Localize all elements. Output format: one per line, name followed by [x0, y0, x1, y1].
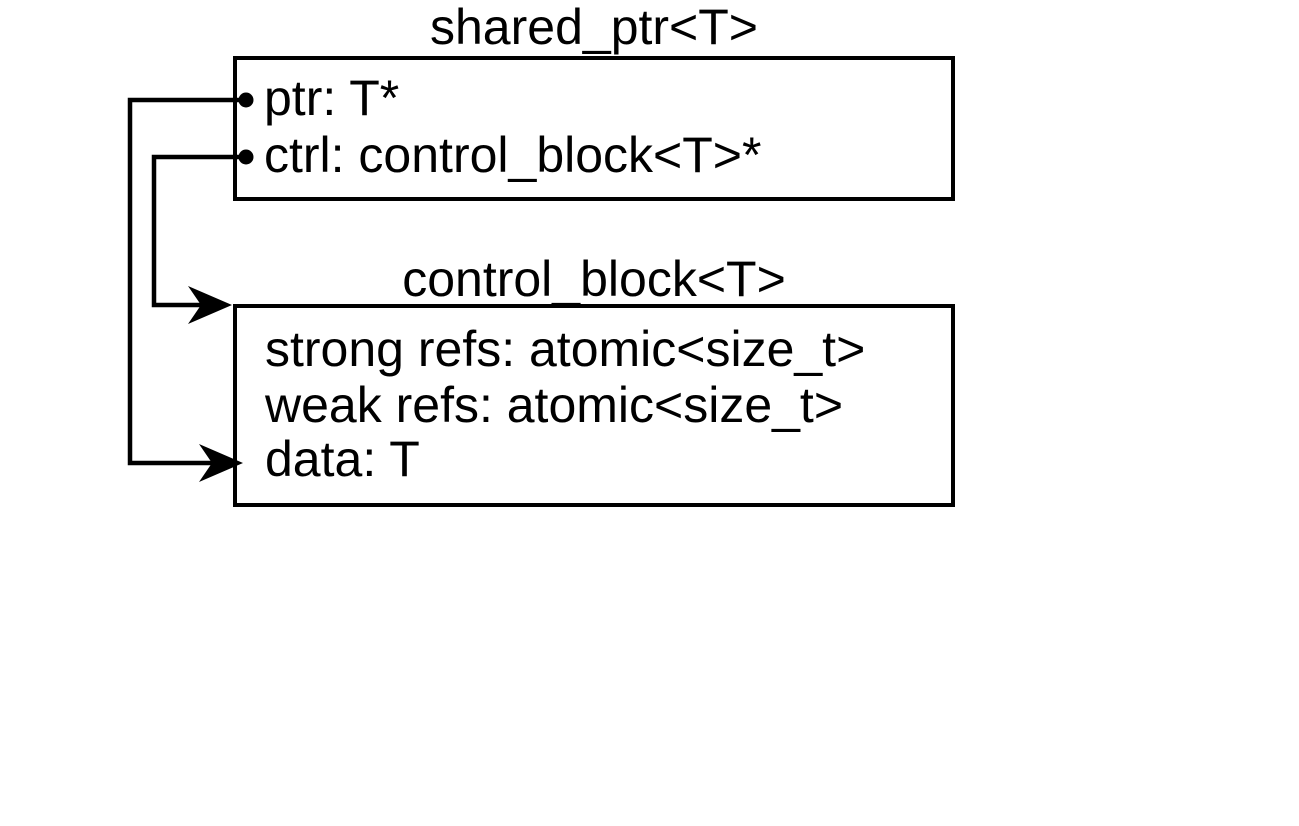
- field-strong-refs: strong refs: atomic<size_t>: [265, 321, 866, 377]
- field-ctrl: ctrl: control_block<T>*: [264, 127, 762, 183]
- ptr-to-data-connector-line: [127, 97, 246, 466]
- field-weak-refs: weak refs: atomic<size_t>: [265, 377, 844, 433]
- ctrl-to-control-block-arrowhead-icon: [188, 286, 232, 324]
- field-ptr: ptr: T*: [264, 70, 400, 126]
- control-block-box-title: control_block<T>: [402, 251, 786, 307]
- field-data: data: T: [265, 431, 420, 487]
- shared-ptr-box-title: shared_ptr<T>: [430, 0, 758, 55]
